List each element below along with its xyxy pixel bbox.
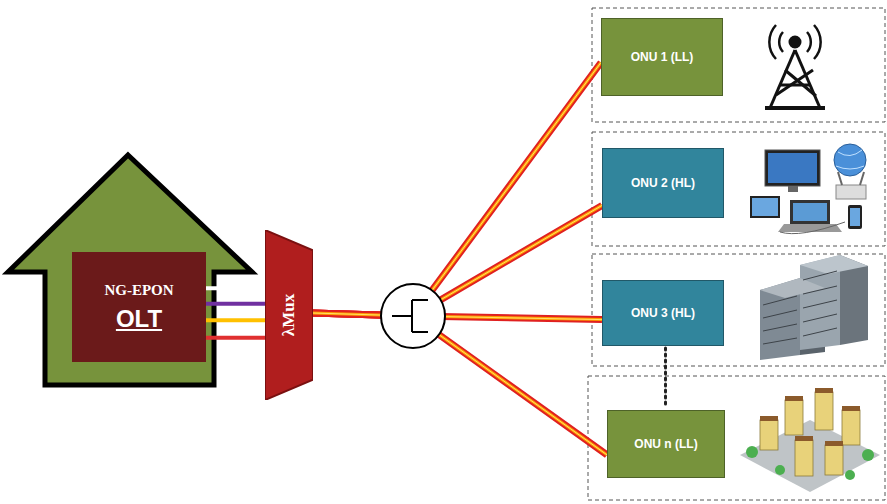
onu-box: ONU n (LL) bbox=[607, 410, 725, 478]
buildings-icon bbox=[760, 255, 868, 360]
fiber-link bbox=[312, 62, 601, 316]
onu-box: ONU 1 (LL) bbox=[601, 18, 723, 96]
fiber-link bbox=[206, 288, 267, 289]
node-label: ONU n (LL) bbox=[634, 437, 697, 451]
city-icon bbox=[740, 388, 880, 492]
devices-icon bbox=[750, 144, 866, 234]
fiber-link bbox=[665, 348, 666, 408]
mux-trapezoid: λMux bbox=[265, 230, 313, 400]
splitter-symbol bbox=[381, 284, 445, 348]
node-label: ONU 1 (LL) bbox=[631, 50, 694, 64]
fiber-link bbox=[312, 313, 607, 455]
node-label: ONU 2 (HL) bbox=[631, 176, 695, 190]
fiber-link bbox=[206, 320, 267, 321]
fiber-link bbox=[206, 303, 267, 304]
olt-box: NG-EPON OLT bbox=[72, 252, 206, 362]
group-frame bbox=[592, 8, 885, 122]
node-label: NG-EPON bbox=[104, 282, 173, 299]
onu-box: ONU 2 (HL) bbox=[602, 148, 724, 218]
group-frame bbox=[588, 376, 885, 500]
group-frame bbox=[592, 254, 885, 366]
onu-box: ONU 3 (HL) bbox=[602, 280, 724, 346]
group-frame bbox=[592, 132, 885, 246]
node-label: OLT bbox=[116, 305, 162, 333]
fiber-link bbox=[206, 337, 267, 338]
fiber-link bbox=[312, 205, 602, 316]
node-label: λMux bbox=[279, 294, 299, 336]
node-label: ONU 3 (HL) bbox=[631, 306, 695, 320]
tower-icon bbox=[765, 25, 825, 108]
olt-house bbox=[8, 155, 252, 385]
